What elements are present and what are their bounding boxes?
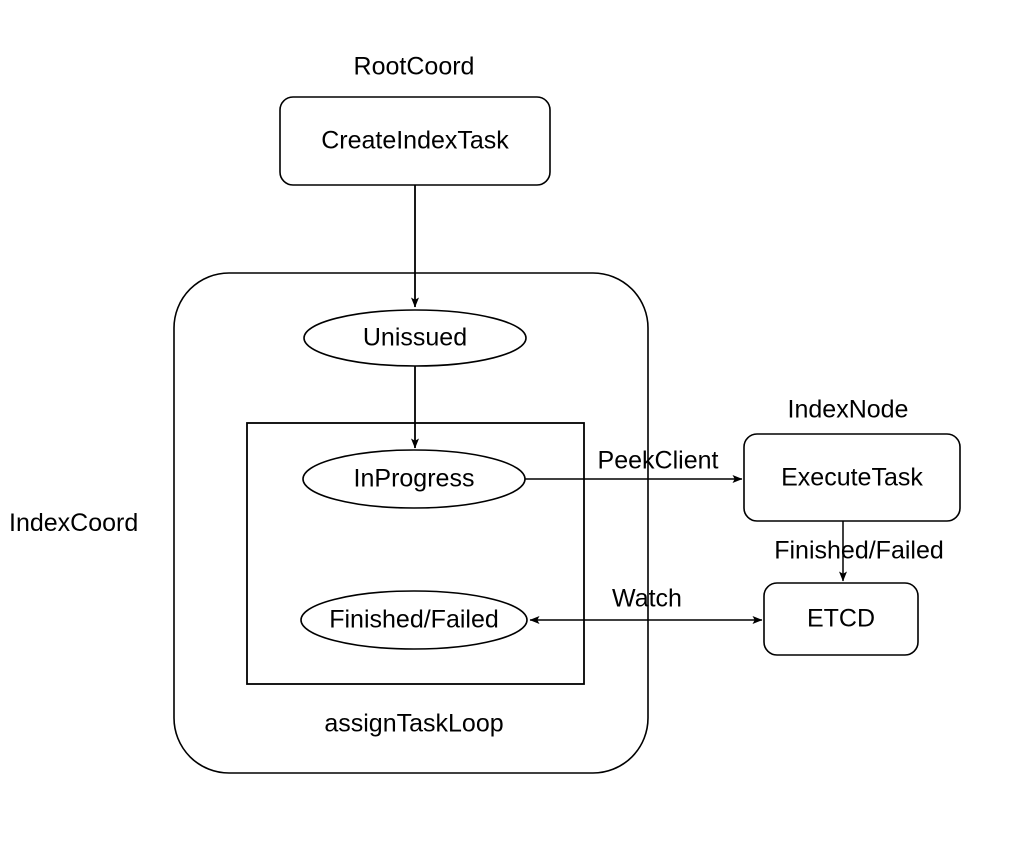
node-label-execute-task: ExecuteTask — [781, 463, 923, 492]
container-label-index-coord: IndexCoord — [9, 509, 139, 537]
edge-label-finished-failed: Finished/Failed — [774, 536, 944, 565]
node-label-in-progress: InProgress — [353, 464, 475, 493]
group-label-root-coord: RootCoord — [353, 52, 475, 81]
node-label-etcd: ETCD — [806, 604, 876, 633]
node-label-create-index-task: CreateIndexTask — [321, 126, 509, 155]
node-label-finished-failed: Finished/Failed — [329, 605, 499, 634]
node-label-unissued: Unissued — [362, 323, 468, 352]
group-label-index-node: IndexNode — [787, 395, 909, 424]
edge-label-watch: Watch — [612, 584, 682, 613]
container-assign-task-loop — [246, 422, 585, 685]
container-label-assign-task-loop: assignTaskLoop — [324, 709, 504, 738]
edge-label-peek-client: PeekClient — [597, 446, 719, 475]
